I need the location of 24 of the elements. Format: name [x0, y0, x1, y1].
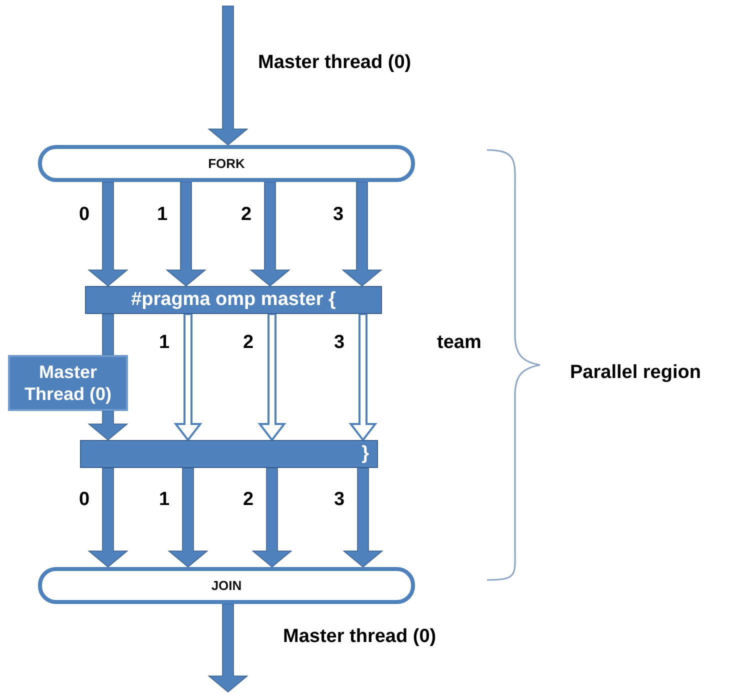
- annotation-text: Master thread (0): [258, 52, 412, 74]
- arrow: [88, 182, 128, 287]
- annotation-text: team: [437, 332, 482, 354]
- arrow: [166, 182, 206, 287]
- arrow: [174, 313, 202, 442]
- arrow: [168, 468, 208, 568]
- fork-bar: FORK: [38, 145, 415, 182]
- arrow: [342, 468, 384, 568]
- arrow: [208, 6, 248, 146]
- arrow: [250, 182, 290, 287]
- annotation-text: Master thread (0): [283, 626, 436, 648]
- closing-bar: }: [80, 440, 378, 468]
- arrow: [88, 410, 128, 441]
- arrow: [252, 468, 292, 568]
- annotation-text: Parallel region: [570, 362, 701, 384]
- arrow: [208, 604, 248, 693]
- arrow: [258, 313, 286, 442]
- arrow: [348, 313, 378, 442]
- directive-bar: #pragma omp master {: [85, 286, 382, 314]
- arrow: [342, 182, 382, 287]
- join-bar: JOIN: [38, 567, 415, 604]
- master-thread-box: Master Thread (0): [8, 355, 128, 411]
- arrow: [88, 468, 128, 568]
- arrow: [102, 314, 114, 356]
